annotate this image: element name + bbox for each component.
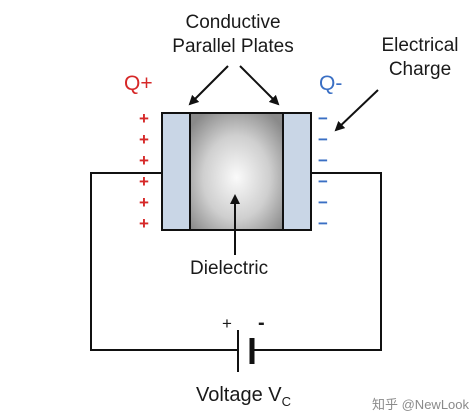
negative-charge: − [318, 130, 328, 149]
arrow-to-charge [334, 89, 379, 132]
negative-charge: − [318, 151, 328, 170]
right-plate [282, 112, 312, 231]
circuit-wire [90, 172, 382, 351]
plates-label-line1: Conductive [185, 12, 281, 33]
plates-label-line2: Parallel Plates [172, 36, 294, 57]
positive-charge: + [139, 214, 149, 233]
arrow-to-left-plate [188, 65, 229, 106]
battery-minus-label: - [258, 312, 265, 334]
left-plate [161, 112, 191, 231]
arrow-to-right-plate [239, 65, 280, 106]
positive-charge: + [139, 130, 149, 149]
positive-charge: + [139, 109, 149, 128]
positive-charge: + [139, 151, 149, 170]
voltage-label: Voltage VC [196, 384, 291, 409]
plates-label: Conductive Parallel Plates [153, 11, 313, 59]
voltage-label-text: Voltage V [196, 384, 282, 406]
q-minus-label: Q- [319, 72, 343, 95]
dielectric-block [189, 112, 284, 231]
charge-label-line2: Charge [388, 59, 452, 80]
charge-label: Electrical Charge [370, 34, 470, 82]
negative-charge: − [318, 109, 328, 128]
positive-charge: + [139, 193, 149, 212]
voltage-subscript: C [281, 394, 292, 409]
negative-charge: − [318, 172, 328, 191]
q-plus-label: Q+ [124, 72, 153, 95]
negative-charge: − [318, 214, 328, 233]
watermark: 知乎 @NewLook [372, 397, 470, 412]
charge-label-line1: Electrical [381, 35, 459, 56]
pointer-arrows [188, 65, 379, 255]
dielectric-label: Dielectric [190, 258, 269, 279]
battery-symbol [237, 330, 255, 372]
positive-charge: + [139, 172, 149, 191]
negative-charge: − [318, 193, 328, 212]
battery-plus-label: + [222, 314, 232, 333]
